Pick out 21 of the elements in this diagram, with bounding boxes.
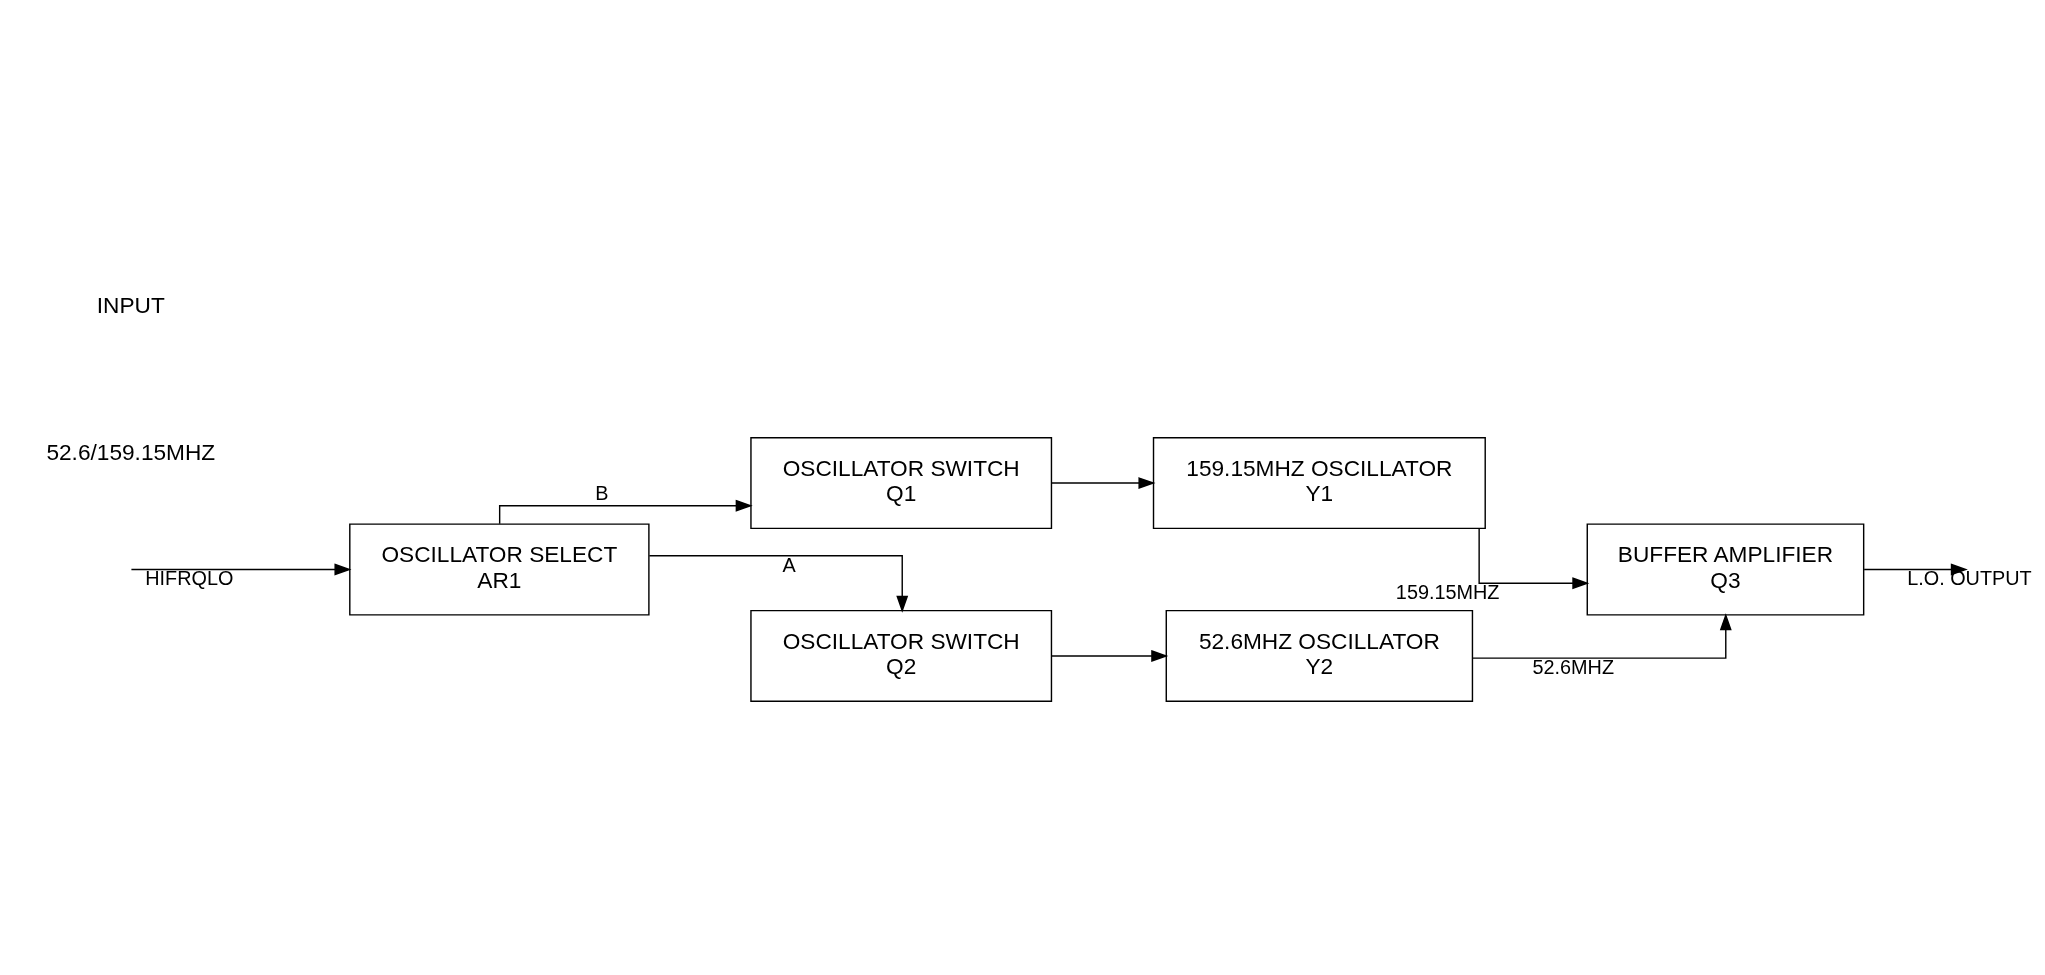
node-box: BUFFER AMPLIFIER Q3 <box>1586 522 1865 616</box>
edge-label: 159.15MHZ <box>1395 580 1500 603</box>
node-box: OSCILLATOR SELECT AR1 <box>349 522 650 616</box>
label: INPUT <box>96 291 165 318</box>
arrow <box>498 499 753 525</box>
edge-label: HIFRQLO <box>145 566 234 589</box>
arrow <box>648 554 909 613</box>
edge-label: B <box>595 481 609 504</box>
arrow <box>130 563 352 575</box>
arrow <box>1050 649 1169 662</box>
arrow <box>1050 476 1156 489</box>
label: 52.6/159.15MHZ <box>46 438 216 465</box>
edge-label: A <box>782 553 796 576</box>
arrow <box>1478 527 1590 589</box>
node-box: 159.15MHZ OSCILLATOR Y1 <box>1152 436 1486 529</box>
node-box: OSCILLATOR SWITCH Q1 <box>750 436 1053 529</box>
edge-label: L.O. OUTPUT <box>1907 566 2032 589</box>
node-box: 52.6MHZ OSCILLATOR Y2 <box>1165 609 1474 702</box>
arrow <box>1472 612 1732 659</box>
edge-label: 52.6MHZ <box>1532 655 1615 678</box>
node-box: OSCILLATOR SWITCH Q2 <box>750 609 1053 702</box>
